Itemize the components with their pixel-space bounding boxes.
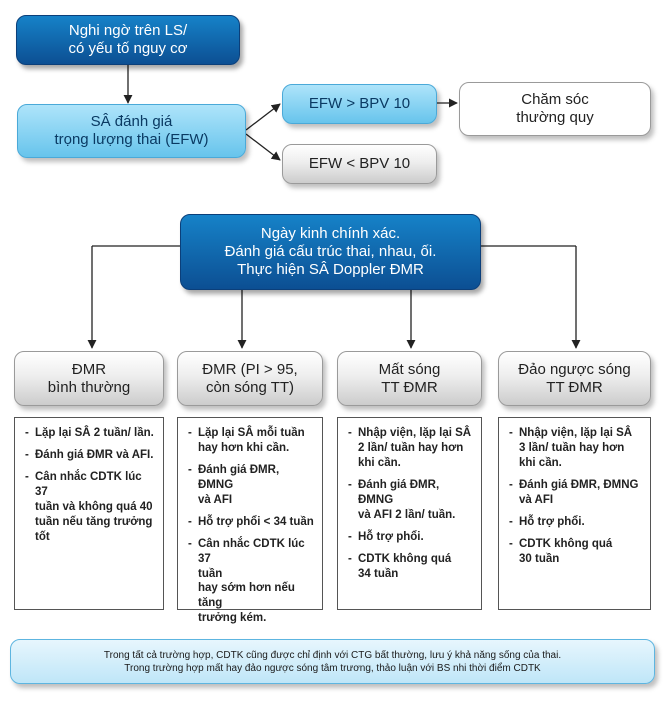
routine-care-line1: Chăm sóc — [521, 91, 589, 108]
routine-care-line2: thường quy — [516, 109, 594, 126]
col4-item-4: CDTK không quá 30 tuần — [509, 537, 644, 567]
efw-high-label: EFW > BPV 10 — [308, 95, 411, 112]
col3-detail-box: Nhập viện, lặp lại SÂ 2 lần/ tuần hay hơ… — [337, 417, 482, 610]
col2-heading-line2: còn sóng TT) — [205, 378, 295, 396]
col2-item-3: Hỗ trợ phổi < 34 tuần — [188, 515, 316, 530]
col3-heading-box: Mất sóng TT ĐMR — [337, 351, 482, 406]
col3-heading-line2: TT ĐMR — [381, 378, 438, 396]
col2-item-4: Cân nhắc CDTK lúc 37 tuần hay sớm hơn nế… — [188, 537, 316, 627]
col2-item-1: Lặp lại SÂ mỗi tuần hay hơn khi cần. — [188, 426, 316, 456]
center-line1: Ngày kinh chính xác. — [260, 225, 401, 242]
col1-heading-line1: ĐMR — [71, 360, 107, 378]
col4-item-3: Hỗ trợ phổi. — [509, 515, 644, 530]
col1-detail-box: Lặp lại SÂ 2 tuần/ lần. Đánh giá ĐMR và … — [14, 417, 164, 610]
footer-line2: Trong trường hợp mất hay đảo ngược sóng … — [124, 662, 541, 674]
col4-item-1: Nhập viện, lặp lại SÂ 3 lần/ tuần hay hơ… — [509, 426, 644, 471]
assessment-center-box: Ngày kinh chính xác. Đánh giá cấu trúc t… — [180, 214, 481, 290]
col1-item-2: Đánh giá ĐMR và AFI. — [25, 448, 157, 463]
col2-detail-box: Lặp lại SÂ mỗi tuần hay hơn khi cần. Đán… — [177, 417, 323, 624]
col1-heading-line2: bình thường — [47, 378, 131, 396]
efw-low-label: EFW < BPV 10 — [308, 155, 411, 172]
center-line3: Thực hiện SÂ Doppler ĐMR — [237, 261, 424, 278]
col4-item-2: Đánh giá ĐMR, ĐMNG và AFI — [509, 478, 644, 508]
col4-heading-line1: Đảo ngược sóng — [518, 360, 631, 378]
col3-item-2: Đánh giá ĐMR, ĐMNG và AFI 2 lần/ tuần. — [348, 478, 475, 523]
arrow-efw-to-low — [245, 133, 281, 161]
col3-item-3: Hỗ trợ phổi. — [348, 530, 475, 545]
efw-assessment-line2: trọng lượng thai (EFW) — [54, 131, 209, 148]
col4-detail-box: Nhập viện, lặp lại SÂ 3 lần/ tuần hay hơ… — [498, 417, 651, 610]
efw-high-box: EFW > BPV 10 — [282, 84, 437, 124]
footer-line1: Trong tất cả trường hợp, CDTK cũng được … — [103, 649, 562, 661]
center-line2: Đánh giá cấu trúc thai, nhau, ối. — [224, 243, 437, 260]
col1-item-3: Cân nhắc CDTK lúc 37 tuần và không quá 4… — [25, 470, 157, 545]
col4-heading-box: Đảo ngược sóng TT ĐMR — [498, 351, 651, 406]
footer-note-box: Trong tất cả trường hợp, CDTK cũng được … — [10, 639, 655, 684]
col2-item-2: Đánh giá ĐMR, ĐMNG và AFI — [188, 463, 316, 508]
suspicion-line2: có yếu tố nguy cơ — [68, 40, 188, 57]
col2-heading-line1: ĐMR (PI > 95, — [202, 360, 298, 378]
efw-assessment-line1: SÂ đánh giá — [90, 113, 173, 130]
col3-item-4: CDTK không quá 34 tuần — [348, 552, 475, 582]
col1-item-1: Lặp lại SÂ 2 tuần/ lần. — [25, 426, 157, 441]
routine-care-box: Chăm sóc thường quy — [459, 82, 651, 136]
efw-assessment-box: SÂ đánh giá trọng lượng thai (EFW) — [17, 104, 246, 158]
col4-heading-line2: TT ĐMR — [546, 378, 603, 396]
suspicion-line1: Nghi ngờ trên LS/ — [68, 22, 188, 39]
suspicion-box: Nghi ngờ trên LS/ có yếu tố nguy cơ — [16, 15, 240, 65]
col1-heading-box: ĐMR bình thường — [14, 351, 164, 406]
arrow-efw-to-high — [245, 103, 281, 131]
col3-heading-line1: Mất sóng — [378, 360, 441, 378]
efw-low-box: EFW < BPV 10 — [282, 144, 437, 184]
col3-item-1: Nhập viện, lặp lại SÂ 2 lần/ tuần hay hơ… — [348, 426, 475, 471]
col2-heading-box: ĐMR (PI > 95, còn sóng TT) — [177, 351, 323, 406]
